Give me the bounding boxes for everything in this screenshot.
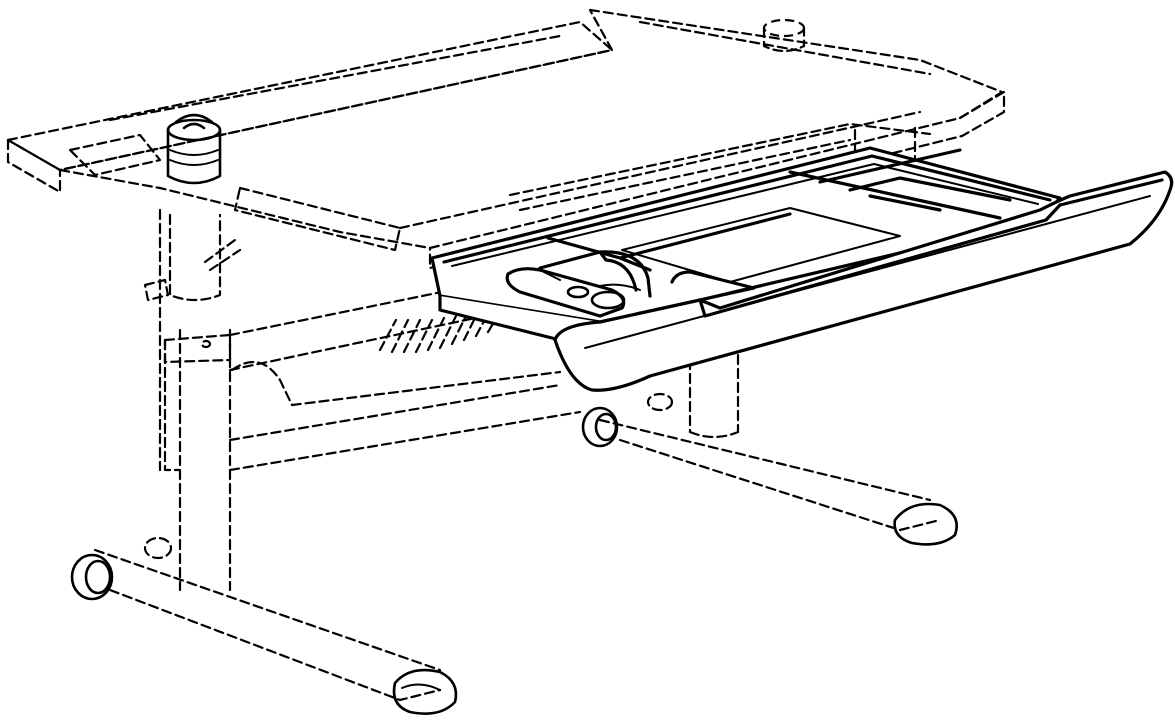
drawer-pen-tray xyxy=(505,267,641,318)
drawer-front-top-step xyxy=(698,203,1062,318)
frame-rail-back xyxy=(508,122,932,212)
drawer-front-bevel xyxy=(584,195,1151,349)
caster-right-back xyxy=(646,392,674,412)
leg-left-hinge-plate xyxy=(163,333,232,364)
leg-right-column xyxy=(688,353,740,439)
height-adjust-knob-left xyxy=(143,238,242,302)
grommet-right xyxy=(762,18,806,53)
foot-right-bar xyxy=(598,418,942,532)
grommet-left-cup xyxy=(166,113,222,185)
caster-left-front xyxy=(70,553,114,601)
drawer-inner-rim-2 xyxy=(451,163,1039,267)
foot-left-bar xyxy=(93,548,442,702)
caster-right-front xyxy=(581,406,619,448)
hinge-bolt xyxy=(200,339,212,349)
leg-left-upper-sleeve xyxy=(168,213,222,302)
drawer-front-handle-lip xyxy=(1058,178,1164,207)
drawer-large-tray-floor xyxy=(621,207,901,283)
drawer xyxy=(430,146,1174,392)
vent-slots xyxy=(378,306,502,354)
drawer-center-divider xyxy=(670,270,756,302)
desk-top-right-panel xyxy=(58,8,1004,250)
caster-left-back xyxy=(143,536,173,560)
leg-left-column xyxy=(158,208,232,592)
desk-top-inner-groove xyxy=(68,133,402,252)
desk-ghost-outline xyxy=(6,8,1006,715)
frame-rail-low xyxy=(228,383,582,472)
foot-left-end-cap xyxy=(392,668,458,715)
drawer-divider-right xyxy=(788,148,1012,220)
desk-top-left-panel xyxy=(6,20,614,172)
foot-right-end-cap xyxy=(893,502,958,546)
drawer-small-compartment xyxy=(538,250,652,298)
desk-top-inner-rim xyxy=(108,20,932,230)
desk-top-right-front-edge xyxy=(428,90,1006,270)
frame-crossbar-curve xyxy=(230,360,562,407)
desk-top-left-panel-front xyxy=(6,138,62,194)
drawer-inner-rim xyxy=(442,154,1052,264)
